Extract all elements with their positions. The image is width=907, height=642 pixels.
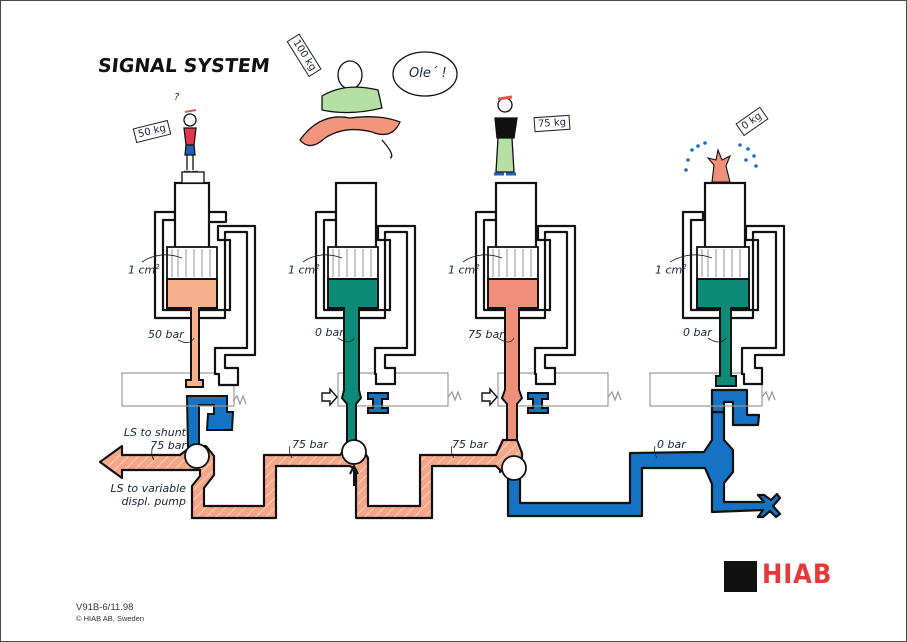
area-label-exponent: 2 xyxy=(315,263,320,271)
area-label-section-1: 1 cm2 xyxy=(128,263,160,277)
area-label-section-3: 1 cm2 xyxy=(448,263,480,277)
document-code: V91B-6/11.98 xyxy=(76,602,134,613)
section-3-chamber xyxy=(487,278,539,441)
area-label-text: 1 cm xyxy=(128,263,156,277)
pressure-label-section-3: 75 bar xyxy=(468,328,504,341)
ls-shunt-label-line-2: 75 bar xyxy=(150,439,186,452)
page-title: SIGNAL SYSTEM xyxy=(96,55,271,77)
figure-section-2 xyxy=(299,60,401,159)
figure-section-4 xyxy=(684,141,758,183)
figure-section-1 xyxy=(181,109,205,184)
area-label-text: 1 cm xyxy=(448,263,476,277)
pressure-label-section-1: 50 bar xyxy=(148,328,184,341)
area-label-exponent: 2 xyxy=(475,263,480,271)
line-pressure-label-3: 0 bar xyxy=(657,438,686,451)
piston-tops xyxy=(173,181,747,250)
section-3-blue-fitting xyxy=(527,392,549,414)
pressure-label-section-2: 0 bar xyxy=(315,326,344,339)
valve-arrows xyxy=(321,387,498,407)
section-1-chamber xyxy=(166,278,218,388)
line-pressure-label-1: 75 bar xyxy=(292,438,328,451)
speech-bubble xyxy=(392,51,458,97)
question-mark: ? xyxy=(174,92,180,103)
section-1-blue-fitting xyxy=(185,395,235,450)
line-pressure-label-2: 75 bar xyxy=(452,438,488,451)
ls-shunt-label-line-1: LS to shunt xyxy=(123,426,186,439)
piston-heads xyxy=(166,246,750,280)
check-arrow-icon xyxy=(349,463,359,486)
area-label-text: 1 cm xyxy=(655,263,683,277)
section-2-blue-fitting xyxy=(367,392,389,414)
figure-section-3 xyxy=(494,95,518,176)
leader-lines xyxy=(141,254,727,461)
hiab-logo-mark xyxy=(724,561,757,592)
weight-tag-section-3: 75 kg xyxy=(533,114,571,133)
section-2-chamber xyxy=(327,278,379,447)
copyright: © HIAB AB, Sweden xyxy=(76,614,145,623)
area-label-section-2: 1 cm2 xyxy=(288,263,320,277)
area-label-section-4: 1 cm2 xyxy=(655,263,687,277)
area-label-text: 1 cm xyxy=(288,263,316,277)
hiab-logo-text: HIAB xyxy=(762,559,833,590)
pressure-label-section-4: 0 bar xyxy=(683,326,712,339)
shuttle-valve-balls xyxy=(184,439,527,481)
ls-pump-label-line-2: displ. pump xyxy=(121,495,186,508)
tank-line xyxy=(506,388,782,519)
cylinder-housings xyxy=(153,210,786,387)
section-4-chamber xyxy=(696,278,750,387)
piston-stripes xyxy=(171,249,741,277)
area-label-exponent: 2 xyxy=(155,263,160,271)
area-label-exponent: 2 xyxy=(682,263,687,271)
speech-text: Ole´ ! xyxy=(409,66,447,81)
ls-pump-label-line-1: LS to variable xyxy=(110,482,186,495)
